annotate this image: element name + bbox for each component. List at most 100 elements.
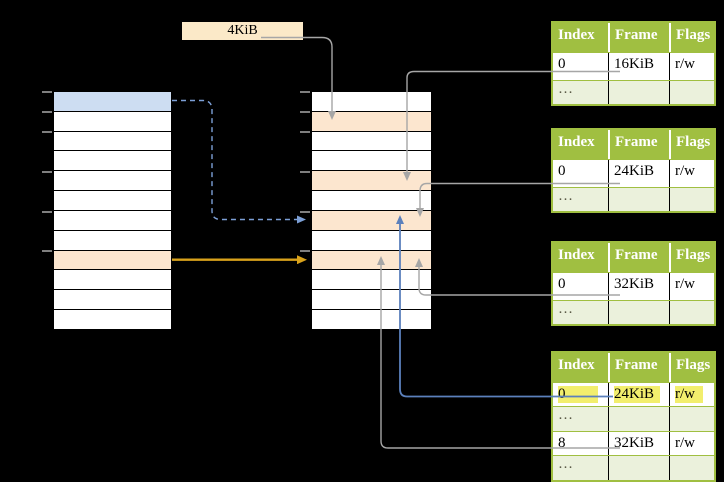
frame-table-cell: 32KiB — [608, 432, 669, 455]
memory-row-white — [312, 92, 431, 112]
frame-table-cell: 0 — [558, 276, 566, 292]
frame-table-cell: 16KiB — [608, 53, 669, 80]
memory-row-white — [312, 191, 431, 211]
frame-table-cell: 0 — [553, 383, 608, 406]
memory-row-white — [54, 191, 171, 211]
memory-row-white — [54, 151, 171, 172]
page-size-label: 4KiB — [182, 22, 303, 40]
left-memory-stack-rows — [53, 91, 172, 330]
frame-table-header-cell: Index — [558, 357, 595, 373]
memory-row-peach — [312, 171, 431, 192]
memory-row-peach — [312, 250, 431, 271]
memory-row-peach — [312, 210, 431, 231]
frame-table-header-cell: Frame — [608, 353, 669, 382]
frame-table-cell: … — [558, 188, 573, 204]
memory-row-white — [312, 310, 431, 329]
memory-row-white — [312, 151, 431, 172]
middle-memory-stack — [300, 91, 432, 330]
frame-table-cell: … — [558, 456, 573, 472]
frame-table-header-cell: Frame — [608, 23, 669, 52]
frame-table-cell: 24KiB — [608, 160, 669, 187]
frame-table-cell: 8 — [558, 435, 566, 451]
frame-table-row: … — [553, 300, 714, 324]
memory-row-blue — [54, 92, 171, 112]
frame-table-cell — [669, 407, 714, 431]
frame-table-cell — [669, 188, 714, 211]
memory-row-white — [54, 171, 171, 192]
frame-table-row: … — [553, 187, 714, 211]
frame-table-cell — [669, 456, 714, 480]
address-tick — [42, 210, 52, 213]
frame-table-header-cell: Index — [558, 247, 595, 263]
highlighted-cell-text: r/w — [675, 386, 703, 403]
address-tick — [300, 210, 310, 213]
memory-row-peach — [312, 111, 431, 132]
memory-row-white — [54, 290, 171, 311]
frame-table-cell: 32KiB — [608, 273, 669, 300]
frame-table-header-cell: Index — [558, 134, 595, 150]
memory-row-white — [312, 131, 431, 152]
memory-row-white — [54, 310, 171, 329]
frame-table-cell: … — [558, 301, 573, 317]
frame-table-cell: r/w — [669, 53, 714, 80]
memory-row-white — [54, 270, 171, 291]
highlighted-cell-text: 24KiB — [614, 386, 660, 403]
frame-table-header-cell: Flags — [669, 130, 714, 159]
frame-table-cell: 24KiB — [608, 383, 669, 406]
frame-table-cell — [669, 301, 714, 324]
memory-row-white — [54, 111, 171, 132]
address-tick — [42, 250, 52, 253]
frame-table-header-cell: Flags — [669, 243, 714, 272]
memory-row-white — [312, 230, 431, 251]
address-tick — [42, 130, 52, 133]
address-tick — [42, 91, 52, 93]
address-tick — [300, 170, 310, 173]
address-tick — [300, 130, 310, 133]
frame-table-cell: 0 — [558, 163, 566, 179]
frame-table-cell: r/w — [669, 432, 714, 455]
frame-table-cell — [608, 81, 669, 104]
memory-row-peach — [54, 250, 171, 271]
frame-table-row: 0 24KiB r/w — [553, 382, 714, 406]
middle-memory-stack-rows — [311, 91, 432, 330]
frame-table-row: … — [553, 80, 714, 104]
frame-table-cell — [669, 81, 714, 104]
memory-row-white — [54, 210, 171, 231]
frame-table-cell — [608, 188, 669, 211]
frame-table-cell: r/w — [669, 383, 714, 406]
frame-table-cell — [608, 456, 669, 480]
frame-table-row: … — [553, 455, 714, 480]
memory-row-white — [54, 230, 171, 251]
address-tick — [42, 110, 52, 113]
frame-table-header-cell: Index — [558, 27, 595, 43]
frame-table-header-cell: Frame — [608, 243, 669, 272]
address-tick — [300, 91, 310, 93]
frame-table-cell — [608, 301, 669, 324]
left-memory-stack — [42, 91, 172, 330]
address-tick — [300, 250, 310, 253]
memory-row-white — [312, 290, 431, 311]
frame-table-cell: 0 — [558, 56, 566, 72]
frame-table-cell: … — [558, 407, 573, 423]
frame-table-cell: … — [558, 81, 573, 97]
frame-table-header-cell: Flags — [669, 23, 714, 52]
memory-row-white — [312, 270, 431, 291]
frame-table-cell — [608, 407, 669, 431]
memory-row-white — [54, 131, 171, 152]
address-tick — [42, 170, 52, 173]
address-tick — [300, 110, 310, 113]
highlighted-cell-text: 0 — [558, 386, 598, 403]
